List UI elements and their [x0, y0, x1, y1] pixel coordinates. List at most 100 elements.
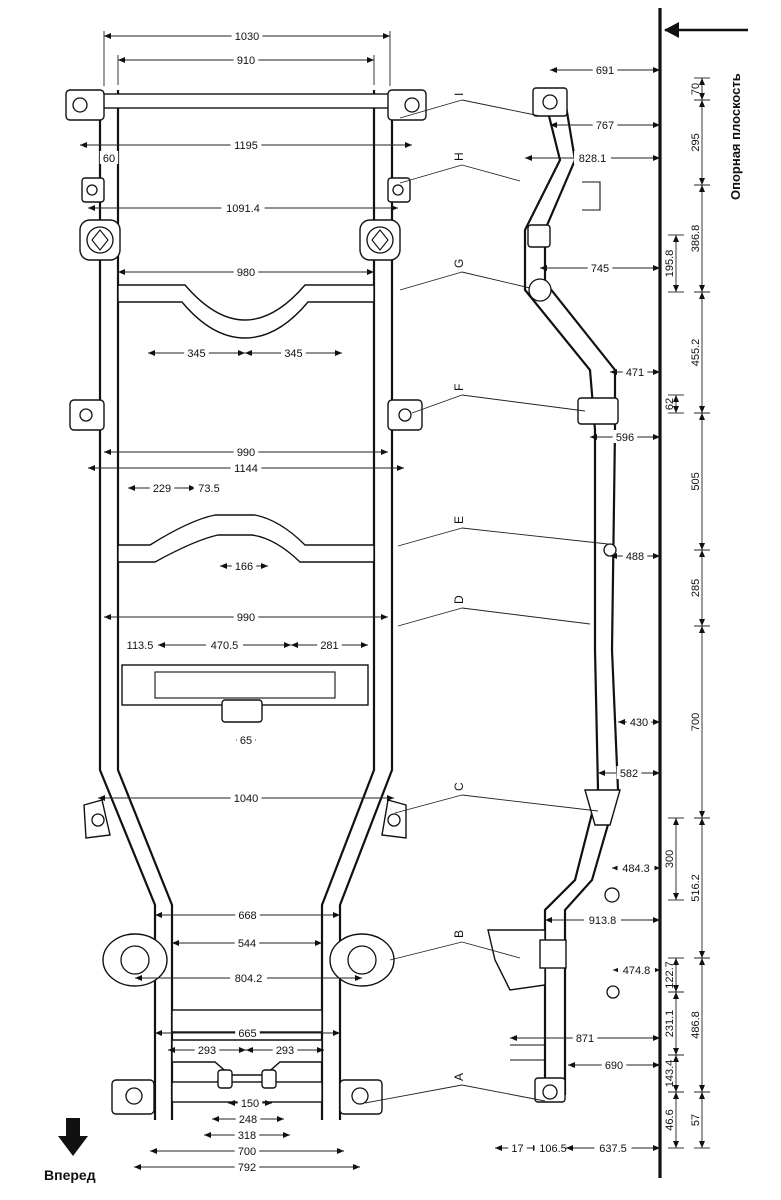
dim-9138: 913.8 [545, 913, 660, 927]
dim-1434: 143.4 [664, 1054, 684, 1093]
section-h: H [399, 152, 521, 184]
forward-arrow-icon [58, 1136, 88, 1156]
engine-mounts [79, 219, 401, 261]
dim-label: 430 [630, 717, 648, 729]
dim-label: 345 [284, 348, 302, 360]
dim-label: 792 [238, 1162, 256, 1174]
dim-label: 470.5 [211, 640, 239, 652]
dim-label: 505 [690, 472, 702, 490]
dim-4868: 486.8 [690, 957, 710, 1093]
dim-label: 828.1 [579, 153, 607, 165]
dim-295: 295 [690, 99, 710, 186]
cross-member-rear-2 [171, 1039, 323, 1076]
section-label: F [452, 384, 466, 391]
section-label: I [452, 93, 466, 96]
dim-label: 516.2 [690, 874, 702, 902]
dim-label: 804.2 [235, 973, 263, 985]
rear-spring-mounts [102, 933, 395, 987]
dim-8042: 804.2 [135, 971, 362, 985]
dim-label: 60 [103, 153, 115, 165]
dim-229: 229 [128, 481, 196, 495]
dim-3868: 386.8 [690, 184, 710, 293]
dim-label: 281 [320, 640, 338, 652]
dim-990b: 990 [104, 610, 388, 624]
dim-471: 471 [610, 365, 660, 379]
dim-label: 300 [664, 850, 676, 868]
dim-label: 166 [235, 561, 253, 573]
dim-248: 248 [212, 1112, 284, 1126]
dim-label: 745 [591, 263, 609, 275]
dim-910: 910 [117, 53, 375, 85]
reference-plane-label: Опорная плоскость [728, 73, 743, 200]
cross-member-e [117, 514, 375, 563]
dim-label: 295 [690, 133, 702, 151]
side-view [487, 87, 621, 1103]
dim-label: 990 [237, 612, 255, 624]
section-g: G [399, 259, 531, 291]
dim-label: 143.4 [664, 1060, 676, 1088]
dim-700: 700 [690, 625, 710, 819]
dim-label: 486.8 [690, 1011, 702, 1039]
dim-1091: 1091.4 [88, 201, 398, 215]
dim-label: 106.5 [539, 1143, 567, 1155]
dim-label: 690 [605, 1060, 623, 1072]
dim-label: 293 [198, 1045, 216, 1057]
cross-member-i [99, 93, 393, 109]
dim-label: 17 [511, 1143, 523, 1155]
section-label: G [452, 259, 466, 268]
dim-1958: 195.8 [664, 234, 684, 293]
dim-label: 544 [238, 938, 256, 950]
section-label: B [452, 930, 466, 938]
dim-label: 1040 [234, 793, 258, 805]
dim-980: 980 [117, 265, 375, 282]
dim-735: 73.5 [193, 481, 225, 495]
forward-indicator: Вперед [44, 1118, 96, 1183]
dim-4843: 484.3 [612, 861, 660, 875]
dim-691: 691 [550, 63, 660, 77]
dim-1030: 1030 [103, 29, 391, 86]
section-label: D [452, 595, 466, 604]
section-i: I [399, 93, 541, 119]
dim-label: 910 [237, 55, 255, 67]
dim-17: 17 [495, 1141, 540, 1155]
section-c: C [394, 782, 599, 814]
dim-label: 871 [576, 1033, 594, 1045]
dim-label: 637.5 [599, 1143, 627, 1155]
dim-1135: 113.5 [121, 638, 159, 652]
dim-62: 62 [664, 394, 684, 414]
dim-label: 700 [238, 1146, 256, 1158]
section-f: F [411, 384, 586, 414]
dim-582: 582 [598, 766, 660, 780]
dim-60: 60 [99, 151, 119, 165]
dim-8281: 828.1 [525, 151, 660, 165]
dim-466: 46.6 [664, 1091, 684, 1149]
dim-label: 488 [626, 551, 644, 563]
dim-label: 474.8 [623, 965, 651, 977]
dim-label: 767 [596, 120, 614, 132]
dim-345b: 345 [245, 346, 342, 360]
dim-label: 70 [690, 83, 702, 95]
dim-label: 73.5 [198, 483, 219, 495]
top-view [65, 89, 427, 1120]
dim-label: 582 [620, 768, 638, 780]
dim-label: 484.3 [622, 863, 650, 875]
dim-label: 229 [153, 483, 171, 495]
forward-label: Вперед [44, 1167, 96, 1183]
dim-label: 46.6 [664, 1109, 676, 1130]
dim-label: 113.5 [127, 640, 154, 652]
dim-label: 455.2 [690, 339, 702, 367]
dim-label: 345 [187, 348, 205, 360]
dim-label: 691 [596, 65, 614, 77]
dim-label: 665 [238, 1028, 256, 1040]
dim-1065: 106.5 [534, 1141, 572, 1155]
dim-544: 544 [172, 936, 322, 950]
dim-label: 318 [238, 1130, 256, 1142]
dim-label: 195.8 [664, 250, 676, 278]
dim-label: 122.7 [664, 961, 676, 989]
dim-5162: 516.2 [690, 817, 710, 959]
dim-label: 1144 [234, 463, 258, 475]
section-label: E [452, 516, 466, 524]
